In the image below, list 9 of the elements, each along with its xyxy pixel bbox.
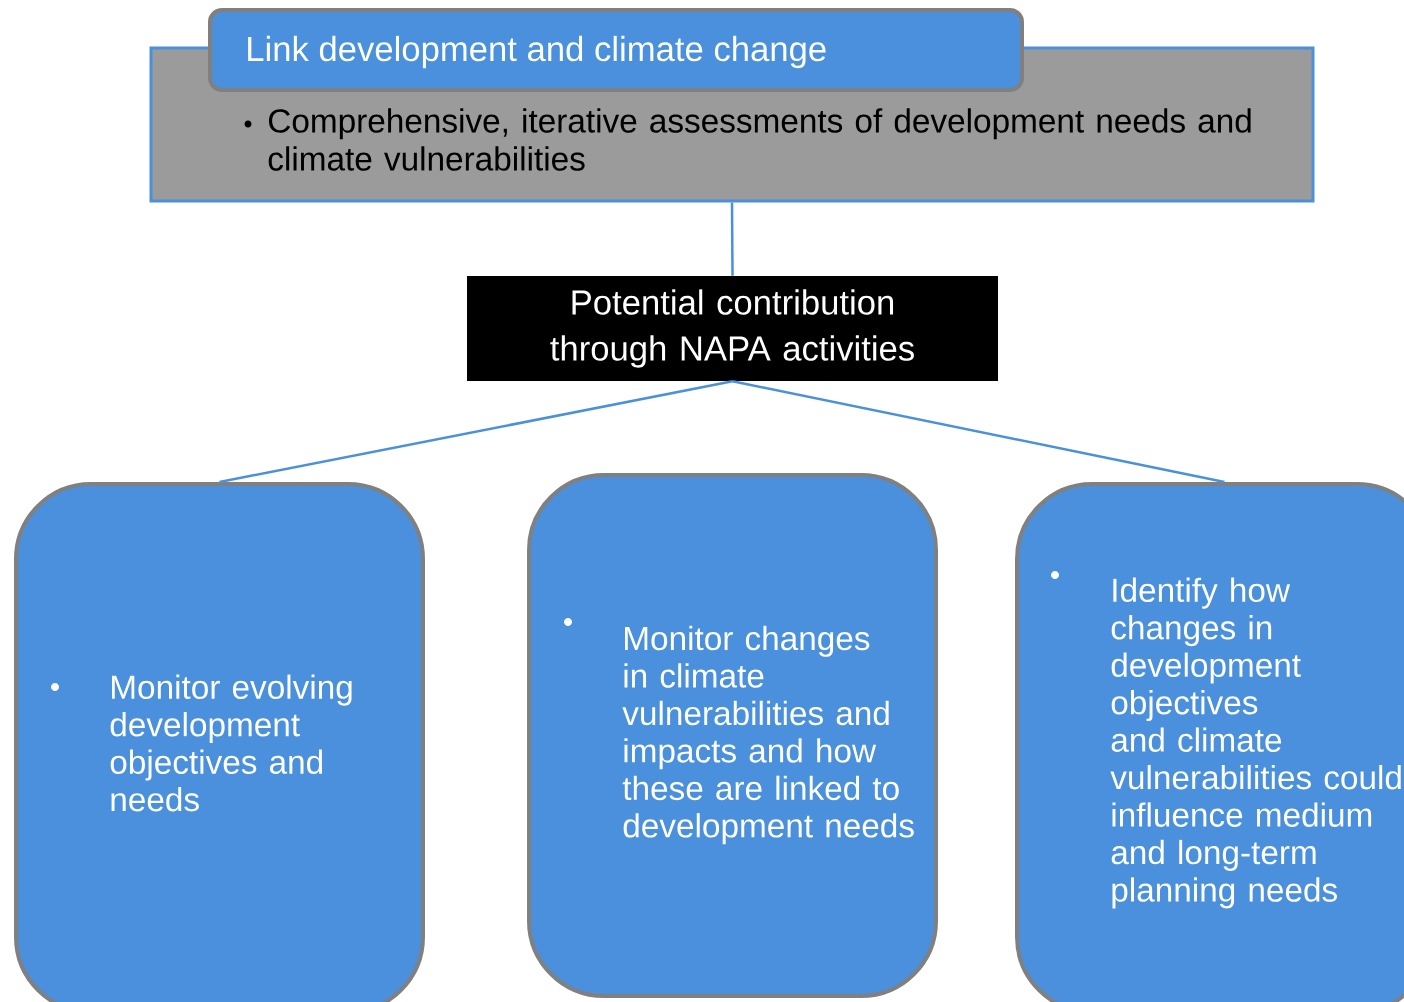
label-box: Potential contribution through NAPA activities	[467, 276, 998, 381]
connector-line	[219, 380, 733, 484]
activity-box: Identify how changes in development objectives and climate vulnerabilities could influence medium and long-term planning needs	[1015, 482, 1404, 1002]
activity-box: Monitor evolving development objectives and needs	[14, 482, 425, 1002]
connector-line	[730, 202, 734, 276]
heading-tab: Link development and climate change	[208, 8, 1024, 92]
activity-box: Monitor changes in climate vulnerabilities and impacts and how these are linked to development needs	[527, 473, 938, 998]
body-text: Comprehensive, iterative assessments of development needs and climate vulnerabilities	[268, 108, 1251, 171]
connector-line	[732, 380, 1225, 484]
